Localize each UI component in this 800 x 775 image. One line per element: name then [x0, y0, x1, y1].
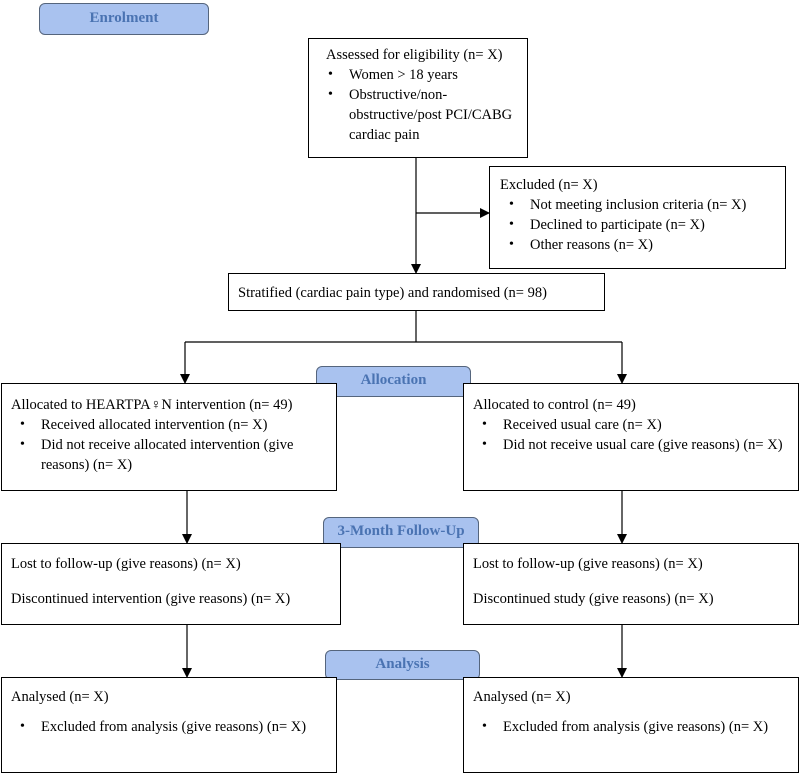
randomisation-text: Stratified (cardiac pain type) and rando…: [238, 285, 547, 301]
stage-followup: 3-Month Follow-Up: [323, 517, 479, 548]
followup-control-discontinued: Discontinued study (give reasons) (n= X): [473, 591, 714, 607]
allocation-intervention-item: Did not receive allocated intervention (…: [20, 435, 330, 475]
excluded-reason: Declined to participate (n= X): [509, 215, 777, 235]
stage-allocation: Allocation: [316, 366, 471, 397]
analysis-intervention-list: Excluded from analysis (give reasons) (n…: [11, 717, 330, 737]
followup-intervention-box: Lost to follow-up (give reasons) (n= X) …: [1, 543, 341, 625]
stage-followup-label: 3-Month Follow-Up: [337, 523, 465, 539]
excluded-reason: Not meeting inclusion criteria (n= X): [509, 195, 777, 215]
analysis-control-title: Analysed (n= X): [473, 689, 571, 705]
followup-intervention-lost: Lost to follow-up (give reasons) (n= X): [11, 556, 241, 572]
stage-analysis: Analysis: [325, 650, 480, 680]
stage-enrolment: Enrolment: [39, 3, 209, 35]
analysis-control-item: Excluded from analysis (give reasons) (n…: [482, 717, 772, 737]
analysis-intervention-box: Analysed (n= X) Excluded from analysis (…: [1, 677, 337, 773]
eligibility-criteria-list: Women > 18 years Obstructive/non-obstruc…: [326, 65, 519, 145]
excluded-box: Excluded (n= X) Not meeting inclusion cr…: [489, 166, 786, 269]
followup-control-lost: Lost to follow-up (give reasons) (n= X): [473, 556, 703, 572]
allocation-control-list: Received usual care (n= X) Did not recei…: [473, 415, 792, 455]
eligibility-criterion: Obstructive/non-obstructive/post PCI/CAB…: [328, 85, 519, 145]
stage-analysis-label: Analysis: [375, 656, 430, 672]
allocation-intervention-list: Received allocated intervention (n= X) D…: [11, 415, 330, 475]
analysis-intervention-title: Analysed (n= X): [11, 689, 109, 705]
stage-enrolment-label: Enrolment: [89, 10, 159, 26]
excluded-reasons-list: Not meeting inclusion criteria (n= X) De…: [500, 195, 777, 255]
analysis-control-box: Analysed (n= X) Excluded from analysis (…: [463, 677, 799, 773]
analysis-control-list: Excluded from analysis (give reasons) (n…: [473, 717, 792, 737]
allocation-intervention-title: Allocated to HEARTPA♀N intervention (n= …: [11, 397, 293, 413]
stage-allocation-label: Allocation: [360, 372, 427, 388]
eligibility-criterion: Women > 18 years: [328, 65, 519, 85]
eligibility-title: Assessed for eligibility (n= X): [326, 47, 503, 63]
followup-control-box: Lost to follow-up (give reasons) (n= X) …: [463, 543, 799, 625]
excluded-reason: Other reasons (n= X): [509, 235, 777, 255]
analysis-intervention-item: Excluded from analysis (give reasons) (n…: [20, 717, 310, 737]
eligibility-box: Assessed for eligibility (n= X) Women > …: [308, 38, 528, 158]
excluded-title: Excluded (n= X): [500, 177, 598, 193]
allocation-intervention-box: Allocated to HEARTPA♀N intervention (n= …: [1, 383, 337, 491]
randomisation-box: Stratified (cardiac pain type) and rando…: [228, 273, 605, 311]
allocation-control-item: Received usual care (n= X): [482, 415, 792, 435]
followup-intervention-discontinued: Discontinued intervention (give reasons)…: [11, 591, 291, 607]
allocation-intervention-item: Received allocated intervention (n= X): [20, 415, 330, 435]
allocation-control-title: Allocated to control (n= 49): [473, 397, 636, 413]
allocation-control-box: Allocated to control (n= 49) Received us…: [463, 383, 799, 491]
allocation-control-item: Did not receive usual care (give reasons…: [482, 435, 792, 455]
